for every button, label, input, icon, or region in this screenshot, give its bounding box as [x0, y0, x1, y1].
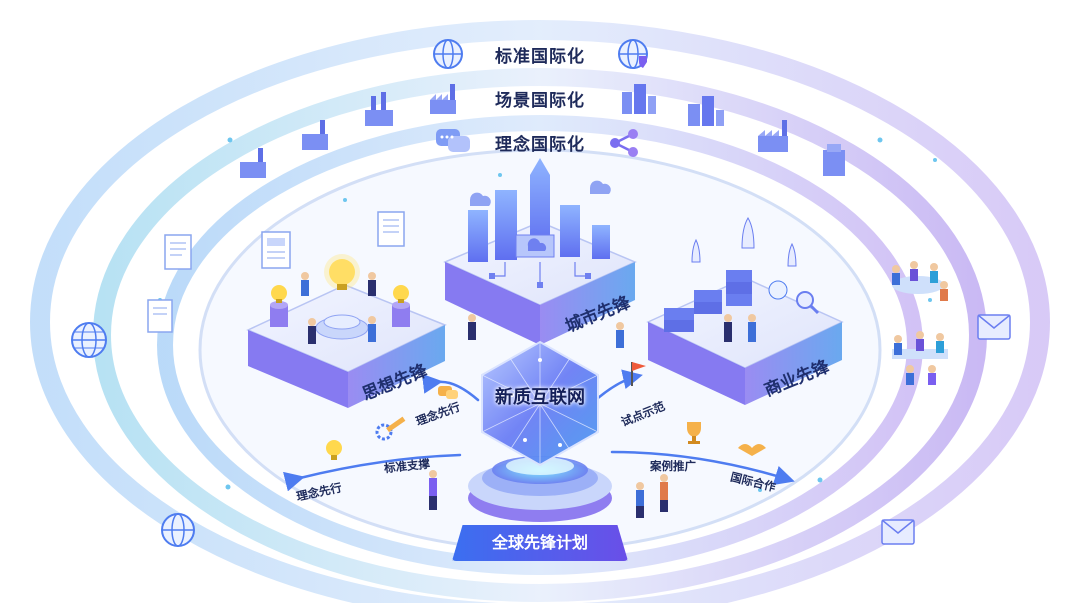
document-icon [261, 231, 291, 269]
handshake-icon [738, 444, 766, 456]
meeting-group-icon [892, 331, 948, 385]
factory-icon [758, 120, 788, 152]
chat-bubbles-icon [436, 129, 470, 152]
city-building-icon [622, 84, 656, 114]
city-building-icon [823, 144, 845, 176]
rocket-icon [691, 217, 797, 267]
core-banner: 全球先锋计划 [452, 525, 628, 561]
ring-inner-label: 理念国际化 [495, 135, 585, 155]
lightbulb-icon [326, 440, 342, 460]
sparkle-dots [158, 137, 937, 492]
ring-middle-label: 场景国际化 [495, 91, 585, 111]
globe-icon [433, 39, 463, 69]
document-icon [164, 234, 192, 270]
share-icon [610, 129, 638, 157]
document-icon [147, 299, 173, 333]
flow-arrows [283, 369, 795, 492]
core-label: 新质互联网 [495, 387, 585, 408]
core-pedestal [468, 456, 612, 522]
factory-icon [365, 92, 393, 126]
city-building-icon [688, 96, 724, 126]
city-building-icon [468, 158, 610, 262]
flow-label-right-middle: 案例推广 [650, 459, 696, 473]
magnifier-icon [796, 291, 820, 315]
chat-bubbles-icon [438, 386, 458, 399]
platform-center [443, 158, 637, 348]
factory-icon [240, 148, 266, 178]
globe-shield-icon [618, 39, 648, 69]
globe-icon [161, 513, 195, 547]
core-gem [481, 340, 599, 467]
factory-icon [430, 84, 456, 114]
server-stack-icon [664, 270, 752, 332]
lightbulb-icon [392, 285, 410, 327]
envelope-icon [881, 519, 915, 545]
ring-inner [157, 115, 923, 575]
meeting-group-icon [892, 261, 948, 301]
platform-left [246, 254, 447, 408]
flag-icon [631, 362, 646, 386]
platform-right [646, 217, 844, 405]
document-icon [377, 211, 405, 247]
lightbulb-icon [324, 254, 360, 290]
lightbulb-icon [270, 285, 288, 327]
people-figures [429, 470, 668, 518]
factory-icon [302, 120, 328, 150]
trophy-icon [687, 422, 701, 444]
envelope-icon [977, 314, 1011, 340]
ring-outer-label: 标准国际化 [495, 47, 585, 67]
gear-ruler-icon [375, 416, 406, 441]
globe-icon [71, 322, 107, 358]
ring-outer [30, 20, 1050, 603]
